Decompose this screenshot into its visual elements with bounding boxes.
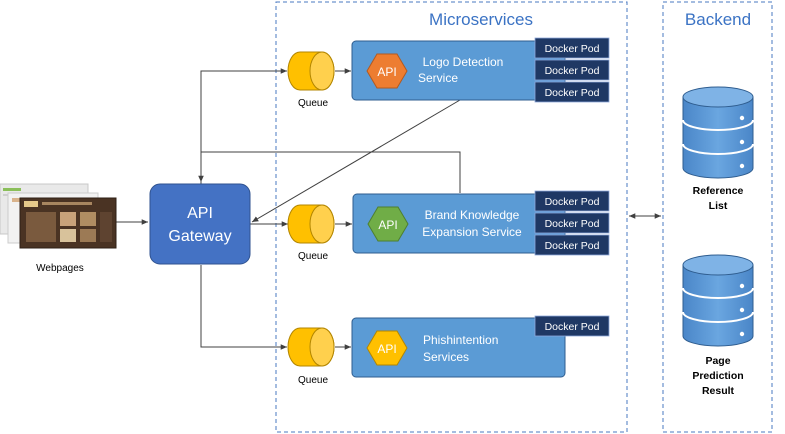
database-label-line1: Page: [705, 355, 730, 367]
api-gateway-label-line1: API: [187, 205, 213, 222]
queue-label: Queue: [298, 251, 328, 262]
docker-pod-label: Docker Pod: [545, 87, 600, 99]
api-gateway-box[interactable]: [149, 183, 251, 265]
orange-hexagon-icon: [366, 53, 408, 89]
webpages-label: Webpages: [36, 263, 84, 274]
docker-pod-label: Docker Pod: [545, 65, 600, 77]
phishintention-service-box[interactable]: [351, 317, 566, 378]
docker-pod: [534, 37, 610, 59]
queue-icon: [287, 327, 335, 367]
service-name-line2: Service: [418, 71, 458, 85]
backend-group: [662, 1, 773, 433]
docker-pod-label: Docker Pod: [545, 196, 600, 208]
service-name-line1: Brand Knowledge: [425, 208, 520, 222]
queue-label: Queue: [298, 98, 328, 109]
gateway-to-queue3-arrow: [200, 265, 287, 350]
connectors: [116, 68, 661, 350]
docker-pod: [534, 59, 610, 81]
docker-pod: [534, 81, 610, 103]
backend-title: Backend: [685, 10, 751, 29]
api-label: API: [377, 65, 396, 79]
service-name-line1: Phishintention: [423, 333, 498, 347]
queue-label: Queue: [298, 375, 328, 386]
api-label: API: [377, 342, 396, 356]
logo-to-gateway-arrow: [251, 99, 461, 223]
webpages-icon: [0, 183, 117, 249]
docker-pod: [534, 212, 610, 234]
docker-pod-label: Docker Pod: [545, 43, 600, 55]
microservices-title: Microservices: [429, 10, 533, 29]
queue-icon: [287, 51, 335, 91]
green-hexagon-icon: [367, 206, 409, 242]
database-icon: [682, 86, 754, 179]
service-name-line2: Services: [423, 350, 469, 364]
database-icon: [682, 254, 754, 347]
microservices-group: [275, 1, 628, 433]
api-gateway-label-line2: Gateway: [168, 228, 231, 245]
docker-pod: [534, 190, 610, 212]
database-label-line2: Prediction: [692, 370, 743, 382]
queue-icon: [287, 204, 335, 244]
docker-pod-label: Docker Pod: [545, 218, 600, 230]
database-label-line3: Result: [702, 385, 735, 397]
docker-pod-label: Docker Pod: [545, 321, 600, 333]
service-name-line2: Expansion Service: [422, 225, 522, 239]
service-name-line1: Logo Detection: [423, 55, 504, 69]
gateway-to-queue1-arrow: [200, 68, 287, 184]
api-label: API: [378, 218, 397, 232]
docker-pod: [534, 234, 610, 256]
brand-to-gateway-arrow: [198, 151, 461, 193]
database-label-line2: List: [709, 200, 728, 212]
yellow-hexagon-icon: [366, 330, 408, 366]
docker-pod: [534, 315, 610, 337]
database-label-line1: Reference: [693, 185, 744, 197]
docker-pod-label: Docker Pod: [545, 240, 600, 252]
